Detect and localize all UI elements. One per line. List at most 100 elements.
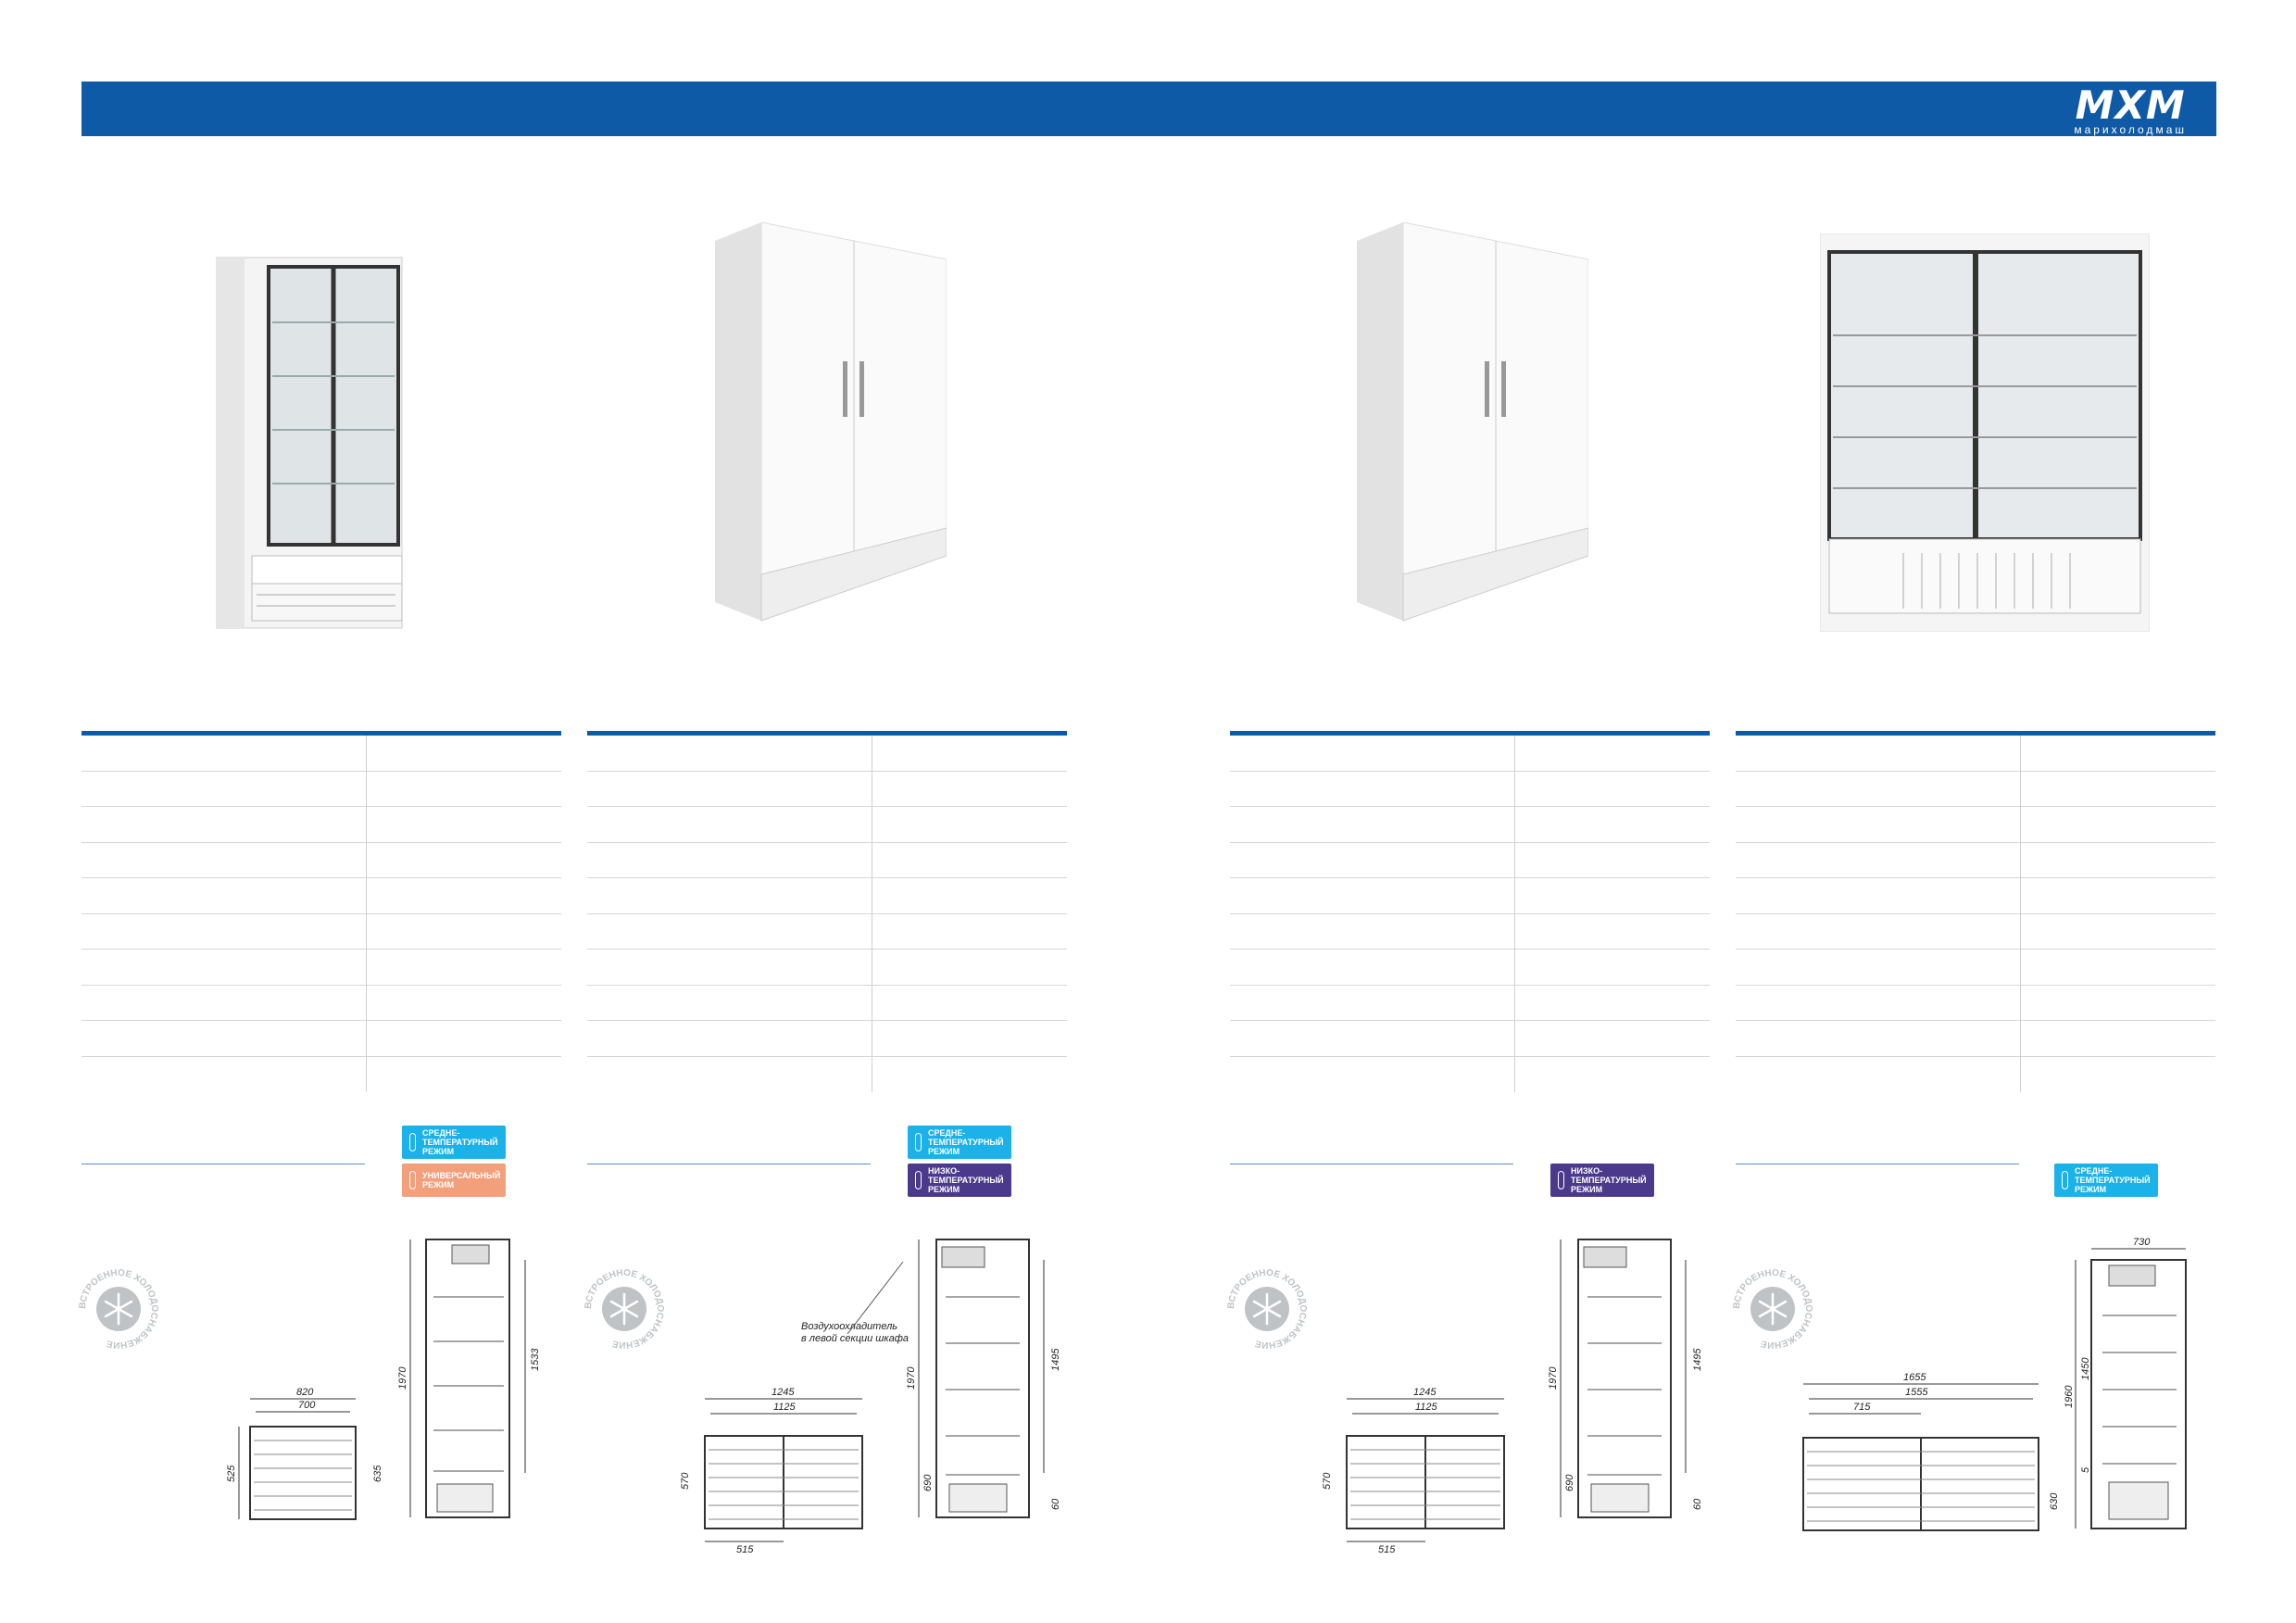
svg-text:515: 515 <box>1378 1544 1396 1555</box>
table-row <box>82 985 561 1021</box>
svg-text:1655: 1655 <box>1903 1372 1926 1383</box>
thermometer-icon <box>402 1164 422 1197</box>
table-row <box>1230 913 1710 950</box>
table-row <box>1230 1056 1710 1092</box>
table-row <box>1736 736 2215 772</box>
built-in-cooling-stamp: ВСТРОЕННОЕ ХОЛОДОСНАБЖЕНИЕ <box>1732 1268 1813 1350</box>
table-row <box>82 842 561 878</box>
svg-text:700: 700 <box>298 1400 316 1411</box>
built-in-cooling-stamp: ВСТРОЕННОЕ ХОЛОДОСНАБЖЕНИЕ <box>1226 1268 1308 1350</box>
header-bar: МХМ марихолодмаш <box>82 82 2216 136</box>
table-row <box>1230 985 1710 1021</box>
svg-text:1533: 1533 <box>530 1348 541 1371</box>
brand-name: МХМ <box>2075 82 2186 128</box>
svg-text:1450: 1450 <box>2080 1357 2091 1380</box>
technical-drawing-4: 1655 1555 715 730 1960 1450 5 630 <box>1802 1237 2187 1531</box>
svg-text:1555: 1555 <box>1905 1387 1928 1398</box>
product-image-4 <box>1820 233 2150 632</box>
brand-logo: МХМ марихолодмаш <box>2074 82 2187 136</box>
technical-drawing-1: 820 700 525 1970 1533 635 <box>226 1239 541 1520</box>
table-row <box>587 842 1067 878</box>
table-row <box>587 985 1067 1021</box>
table-row <box>587 950 1067 986</box>
spec-table-4 <box>1736 731 2215 1092</box>
svg-text:1970: 1970 <box>397 1366 408 1390</box>
svg-text:5: 5 <box>2080 1466 2091 1473</box>
table-row <box>1230 736 1710 772</box>
table-row <box>587 1021 1067 1057</box>
table-row <box>1736 1056 2215 1092</box>
badge-low-temp: НИЗКО- ТЕМПЕРАТУРНЫЙ РЕЖИМ <box>1550 1164 1654 1197</box>
table-row <box>587 771 1067 807</box>
svg-text:730: 730 <box>2133 1237 2151 1248</box>
table-row <box>1736 807 2215 843</box>
table-row <box>587 1056 1067 1092</box>
svg-text:630: 630 <box>2049 1492 2060 1510</box>
spec-table-2 <box>587 731 1067 1092</box>
table-row <box>1736 842 2215 878</box>
svg-text:1970: 1970 <box>906 1366 917 1390</box>
thermometer-icon <box>2054 1164 2075 1197</box>
product-image-2 <box>715 222 947 630</box>
table-row <box>1736 878 2215 914</box>
badge-mid-temp: СРЕДНЕ- ТЕМПЕРАТУРНЫЙ РЕЖИМ <box>2054 1164 2158 1197</box>
table-row <box>1736 950 2215 986</box>
table-row <box>82 913 561 950</box>
table-row <box>1230 878 1710 914</box>
thermometer-icon <box>908 1126 928 1159</box>
table-row <box>1230 807 1710 843</box>
svg-text:1245: 1245 <box>772 1387 795 1398</box>
table-row <box>1736 771 2215 807</box>
table-row <box>82 878 561 914</box>
table-row <box>1736 985 2215 1021</box>
badge-universal: УНИВЕРСАЛЬНЫЙ РЕЖИМ <box>402 1164 506 1197</box>
table-row <box>82 1056 561 1092</box>
svg-text:690: 690 <box>1564 1474 1575 1491</box>
table-row <box>82 736 561 772</box>
svg-text:1125: 1125 <box>773 1402 797 1413</box>
table-row <box>82 950 561 986</box>
table-row <box>587 807 1067 843</box>
table-row <box>1230 842 1710 878</box>
spec-table-1 <box>82 731 561 1092</box>
svg-text:1125: 1125 <box>1415 1402 1438 1413</box>
table-row <box>1736 1021 2215 1057</box>
product-image-3 <box>1357 222 1588 630</box>
svg-text:525: 525 <box>226 1465 237 1482</box>
thermometer-icon <box>1550 1164 1571 1197</box>
badge-mid-temp: СРЕДНЕ- ТЕМПЕРАТУРНЫЙ РЕЖИМ <box>908 1126 1011 1159</box>
svg-text:570: 570 <box>1322 1472 1333 1490</box>
svg-text:1495: 1495 <box>1050 1348 1061 1371</box>
table-row <box>1736 913 2215 950</box>
table-row <box>82 1021 561 1057</box>
svg-text:1245: 1245 <box>1413 1387 1437 1398</box>
table-row <box>587 878 1067 914</box>
svg-text:1960: 1960 <box>2064 1385 2075 1408</box>
svg-text:1495: 1495 <box>1692 1348 1703 1371</box>
svg-text:1970: 1970 <box>1548 1366 1559 1390</box>
badge-low-temp: НИЗКО- ТЕМПЕРАТУРНЫЙ РЕЖИМ <box>908 1164 1011 1197</box>
svg-text:60: 60 <box>1050 1498 1061 1510</box>
technical-drawing-3: 1245 1125 515 570 1970 690 1495 60 <box>1322 1239 1703 1555</box>
badge-mid-temp: СРЕДНЕ- ТЕМПЕРАТУРНЫЙ РЕЖИМ <box>402 1126 506 1159</box>
brand-tagline: марихолодмаш <box>2074 123 2187 136</box>
table-row <box>1230 771 1710 807</box>
thermometer-icon <box>908 1164 928 1197</box>
svg-text:820: 820 <box>296 1387 314 1398</box>
table-row <box>82 771 561 807</box>
table-row <box>1230 950 1710 986</box>
svg-text:715: 715 <box>1853 1402 1871 1413</box>
table-row <box>82 807 561 843</box>
built-in-cooling-stamp: ВСТРОЕННОЕ ХОЛОДОСНАБЖЕНИЕ <box>583 1268 665 1350</box>
svg-text:690: 690 <box>922 1474 934 1491</box>
svg-text:570: 570 <box>680 1472 691 1490</box>
svg-text:635: 635 <box>372 1465 383 1482</box>
spec-table-3 <box>1230 731 1710 1092</box>
svg-text:60: 60 <box>1692 1498 1703 1510</box>
product-image-1 <box>215 250 411 632</box>
built-in-cooling-stamp: ВСТРОЕННОЕ ХОЛОДОСНАБЖЕНИЕ <box>78 1268 159 1350</box>
table-row <box>587 913 1067 950</box>
svg-text:515: 515 <box>736 1544 754 1555</box>
